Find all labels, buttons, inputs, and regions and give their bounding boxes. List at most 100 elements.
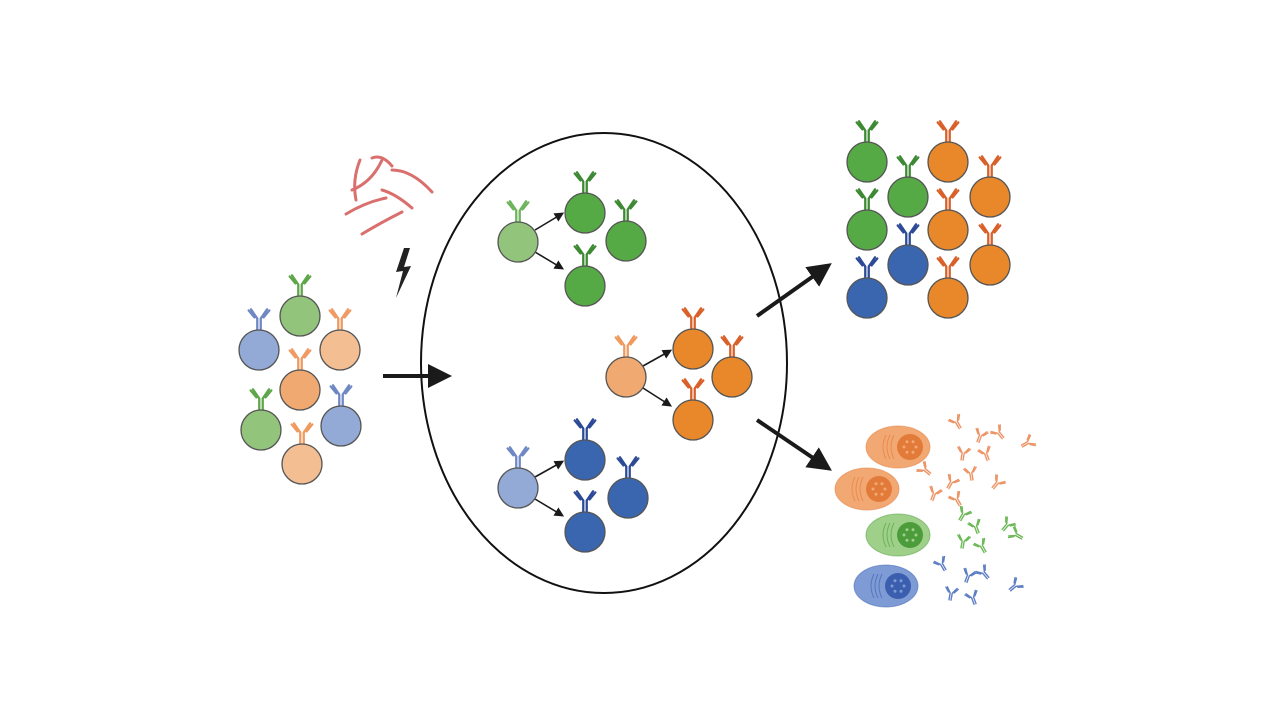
receptor-icon [616, 456, 640, 480]
secreted-antibody-icon [947, 413, 962, 430]
receptor-icon [573, 490, 597, 514]
secreted-antibody-icon [977, 445, 991, 462]
receptor-icon [329, 384, 353, 408]
naive-b-cell [279, 348, 321, 411]
receptor-icon [614, 335, 638, 359]
bacterium-icon [380, 188, 414, 210]
receptor-icon [573, 171, 597, 195]
receptor-icon [681, 307, 705, 331]
receptor-icon [681, 378, 705, 402]
naive-b-cell [320, 384, 362, 447]
plasma-cells-group [834, 425, 931, 608]
secreted-antibody-icon [989, 424, 1005, 440]
receptor-icon [288, 274, 312, 298]
bacterium-icon [370, 155, 394, 168]
memory-cell [887, 223, 929, 286]
secreted-antibody-icon [929, 485, 943, 502]
secreted-antibodies-group [916, 413, 1037, 606]
receptor-icon [290, 422, 314, 446]
selected-b-cell-green [497, 200, 539, 263]
secreted-antibody-icon [945, 586, 959, 601]
clone-green [605, 199, 647, 262]
clone-blue [607, 456, 649, 519]
selected-b-cell-blue [497, 446, 539, 509]
arrow-icon [534, 251, 565, 270]
secreted-antibody-icon [964, 589, 978, 606]
secreted-antibody-icon [974, 564, 990, 580]
memory-cell [927, 256, 969, 319]
arrow-icon [755, 263, 832, 318]
nucleus [897, 434, 923, 460]
memory-cell [969, 155, 1011, 218]
clone-blue [564, 418, 606, 481]
receptor-icon [249, 388, 273, 412]
clone-orange [672, 307, 714, 370]
nucleus [866, 476, 892, 502]
secreted-antibody-icon [947, 490, 962, 507]
secreted-antibody-icon [967, 518, 981, 535]
receptor-icon [855, 120, 879, 144]
clone-orange [672, 378, 714, 441]
memory-cell [969, 223, 1011, 286]
clone-green [564, 171, 606, 234]
clone-orange [711, 335, 753, 398]
arrow-icon [642, 349, 673, 367]
receptor-icon [896, 223, 920, 247]
bacterium-icon [353, 158, 362, 202]
receptor-icon [506, 446, 530, 470]
secreted-antibody-icon [975, 427, 989, 444]
secreted-antibody-icon [957, 446, 971, 461]
receptor-icon [720, 335, 744, 359]
receptor-icon [328, 308, 352, 332]
secreted-antibody-icon [958, 505, 973, 522]
naive-b-cell [281, 422, 323, 485]
receptor-icon [936, 120, 960, 144]
bacterium-icon [344, 196, 388, 216]
secreted-antibody-icon [1001, 516, 1017, 532]
lightning-icon [396, 248, 411, 298]
bacterium-icon [390, 168, 434, 194]
memory-cell [846, 188, 888, 251]
receptor-icon [855, 188, 879, 212]
secreted-antibody-icon [932, 555, 947, 572]
arrow-icon [642, 387, 673, 407]
lymph-node-boundary [420, 132, 788, 594]
bacterium-icon [360, 210, 404, 236]
receptor-icon [936, 188, 960, 212]
cells-group [238, 120, 1011, 553]
memory-cell [887, 155, 929, 218]
clone-green [564, 244, 606, 307]
receptor-icon [978, 223, 1002, 247]
secreted-antibody-icon [991, 474, 1007, 490]
nucleus [885, 573, 911, 599]
arrow-icon [534, 460, 565, 478]
receptor-icon [506, 200, 530, 224]
receptor-icon [573, 244, 597, 268]
arrow-icon [534, 212, 565, 231]
secreted-antibody-icon [946, 473, 961, 490]
secreted-antibody-icon [1008, 576, 1024, 592]
naive-b-cell [279, 274, 321, 337]
naive-b-cell [319, 308, 361, 371]
receptor-icon [855, 256, 879, 280]
receptor-icon [978, 155, 1002, 179]
memory-cell [846, 256, 888, 319]
arrow-icon [755, 418, 832, 471]
nucleus [897, 522, 923, 548]
receptor-icon [573, 418, 597, 442]
arrow-icon [534, 498, 565, 517]
secreted-antibody-icon [1007, 525, 1024, 540]
receptor-icon [247, 308, 271, 332]
arrows-group [383, 212, 832, 517]
bacterium-icon [350, 158, 384, 192]
secreted-antibody-icon [916, 460, 932, 476]
clone-blue [564, 490, 606, 553]
secreted-antibody-icon [963, 567, 977, 584]
secreted-antibody-icon [1020, 433, 1037, 448]
memory-cell [927, 120, 969, 183]
secreted-antibody-icon [963, 466, 977, 481]
naive-b-cell [238, 308, 280, 371]
receptor-icon [288, 348, 312, 372]
plasma-cell [834, 467, 900, 511]
